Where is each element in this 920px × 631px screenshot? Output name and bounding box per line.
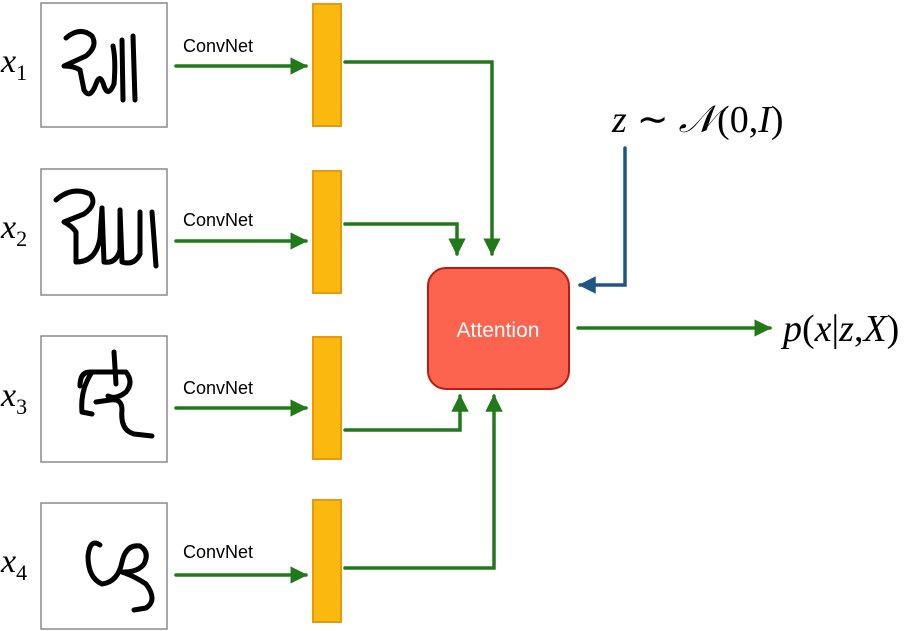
- input-label-3: x3: [0, 377, 27, 419]
- feature-vector-4: [312, 499, 342, 623]
- attention-label: Attention: [457, 319, 540, 342]
- handwritten-glyph-3: [77, 349, 155, 439]
- handwritten-glyph-2: [53, 188, 159, 269]
- handwritten-glyph-4: [85, 540, 155, 613]
- input-image-4: [40, 502, 168, 630]
- attention-block: [427, 267, 570, 390]
- feature-vector-3: [312, 336, 342, 460]
- convnet-label-1: ConvNet: [183, 36, 253, 56]
- convnet-label-2: ConvNet: [183, 210, 253, 230]
- feature-arrow-1: [343, 60, 501, 256]
- input-label-2: x2: [0, 209, 27, 251]
- output-label: p(x|z,X): [780, 308, 899, 350]
- handwritten-glyph-1: [61, 29, 138, 103]
- latent-arrow: [578, 146, 627, 294]
- input-label-1: x1: [0, 43, 27, 85]
- latent-label: z∼𝒩(0,I): [611, 99, 784, 141]
- convnet-label-3: ConvNet: [183, 378, 253, 398]
- feature-arrow-4: [343, 394, 503, 570]
- input-image-1: [40, 2, 168, 128]
- feature-vector-1: [312, 3, 342, 127]
- feature-arrow-3: [343, 394, 469, 432]
- convnet-label-4: ConvNet: [183, 542, 253, 562]
- feature-vector-2: [312, 170, 342, 294]
- input-label-4: x4: [0, 543, 27, 585]
- feature-arrow-2: [343, 222, 466, 256]
